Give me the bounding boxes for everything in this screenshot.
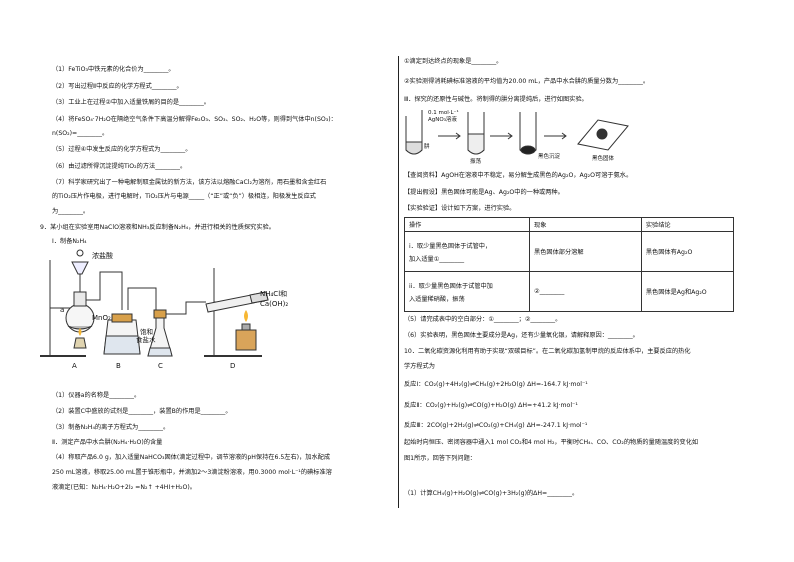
question-line: 的TiO₂压片作电极，进行电解时，TiO₂压片与电源_____（“正”或“负”）… [52, 193, 316, 200]
text-line: 学方程式为 [404, 363, 435, 370]
label-agno3: AgNO₃溶液 [428, 115, 457, 123]
question-line: 250 mL溶液，移取25.00 mL置于锥形瓶中，并滴加2～3滴淀粉溶液，用0… [52, 469, 332, 476]
table-cell: ②________ [529, 271, 642, 312]
label-saturated: 饱和 [140, 327, 153, 336]
question-line: （4）称取产品6.0 g，加入适量NaHCO₃固体(滴定过程中，调节溶液的pH保… [52, 454, 331, 461]
cell-text: i．取少量黑色固体于试管中， [409, 242, 492, 250]
equation-line: 反应Ⅲ：2CO(g)+2H₂(g)⇌CO₂(g)+CH₄(g) ΔH=-247.… [404, 422, 588, 429]
label-device-a: A [72, 362, 77, 370]
cell-text: ii．取少量黑色固体于试管中加 [409, 282, 493, 290]
text-line: 起始时向恒压、密闭容器中通入1 mol CO₂和4 mol H₂，平衡时CH₄、… [404, 439, 699, 446]
label-caoh2: Ca(OH)₂ [260, 300, 288, 308]
equation-line: 反应Ⅰ：CO₂(g)+4H₂(g)⇌CH₄(g)+2H₂O(g) ΔH=-164… [404, 381, 588, 388]
label-mno2: MnO₂ [92, 314, 111, 322]
question-line: （2）装置C中盛放的试剂是________，装置B的作用是________。 [52, 408, 232, 415]
question-line: ①滴定到达终点的现象是________。 [404, 58, 503, 65]
table-header: 实验结论 [640, 217, 735, 232]
question-line: （3）制备N₂H₄的离子方程式为________。 [52, 424, 170, 431]
question-line: （4）将FeSO₄·7H₂O在隔绝空气条件下高温分解得Fe₂O₃、SO₃、SO₂… [52, 116, 337, 123]
label-brine: 食盐水 [136, 335, 156, 344]
question-line: （1）仪器a的名称是________。 [52, 392, 141, 399]
label-shake: 振荡 [470, 157, 482, 164]
equation-line: 反应Ⅱ：CO₂(g)+H₂(g)⇌CO(g)+H₂O(g) ΔH=+41.2 k… [404, 402, 578, 409]
question-line: （2）写出过程Ⅱ中反应的化学方程式________。 [52, 83, 183, 90]
label-nh4cl: NH₄Cl和 [260, 289, 287, 298]
text-line: 【提出假设】黑色固体可能是Ag、Ag₂O中的一种或两种。 [404, 189, 564, 196]
text-line: 【实验验证】设计如下方案，进行实验。 [404, 205, 516, 212]
section-heading: Ⅰ．制备N₂H₄ [52, 238, 87, 245]
table-cell: 黑色固体是Ag和Ag₂O [640, 271, 735, 312]
label-device-d: D [230, 362, 235, 370]
apparatus-diagram: 浓盐酸 MnO₂ a 饱和 食盐水 NH₄Cl和 Ca(OH)₂ A B C D [40, 249, 288, 370]
label-device-b: B [116, 362, 121, 370]
table-cell: 黑色固体部分溶解 [529, 231, 642, 272]
column-divider [398, 56, 399, 508]
question-line: （7）科学家研究出了一种电解制取金属钛的新方法，该方法以熔融CaCl₂为溶剂，用… [52, 179, 327, 186]
table-header: 操作 [403, 217, 531, 232]
table-cell: i．取少量黑色固体于试管中， 加入适量①________ [403, 231, 531, 272]
table-cell: ii．取少量黑色固体于试管中加 入适量稀硝酸，振荡 [403, 271, 531, 312]
table-row: i．取少量黑色固体于试管中， 加入适量①________ 黑色固体部分溶解 黑色… [403, 231, 735, 272]
question-line: （1）FeTiO₃中铁元素的化合价为________。 [52, 66, 175, 73]
table-header: 现象 [529, 217, 642, 232]
experiment-table: 操作 现象 实验结论 i．取少量黑色固体于试管中， 加入适量①________ … [403, 217, 735, 312]
question-line: n(SO₂)=________。 [52, 130, 109, 137]
table-row: ii．取少量黑色固体于试管中加 入适量稀硝酸，振荡 ②________ 黑色固体… [403, 271, 735, 312]
label-black-precipitate: 黑色沉淀 [538, 152, 561, 160]
label-hydrazine: 肼 [424, 142, 430, 150]
cell-text: 入适量稀硝酸，振荡 [409, 295, 465, 303]
table-cell: 黑色固体有Ag₂O [640, 231, 735, 272]
experiment-diagram: 0.1 mol·L⁻¹ AgNO₃溶液 肼 振荡 黑色沉淀 黑色固体 [405, 109, 629, 164]
label-concentrated-hcl: 浓盐酸 [92, 251, 113, 260]
section-heading: Ⅱ．测定产品中水合肼(N₂H₄·H₂O)的含量 [52, 439, 163, 446]
question-line: （1）计算CH₄(g)+H₂O(g)⇌CO(g)+3H₂(g)的ΔH=_____… [404, 490, 579, 497]
question-line: ②实验测得消耗碘标准溶液的平均值为20.00 mL，产品中水合肼的质量分数为__… [404, 78, 650, 85]
table-header-row: 操作 现象 实验结论 [403, 217, 735, 232]
question-line: 液滴定(已知：N₂H₄·H₂O+2I₂ =N₂↑ +4HI+H₂O)。 [52, 484, 196, 491]
question-line: （6）由过滤所得沉淀提纯TiO₂的方法________。 [52, 163, 187, 170]
label-device-c: C [158, 362, 163, 370]
question-line: （6）实验表明，黑色固体主要成分是Ag，还有少量氧化银，请解释原因：______… [404, 332, 639, 339]
question-line: （3）工业上在过程②中加入适量铁屑的目的是________。 [52, 99, 210, 106]
text-line: 图1所示，回答下列问题： [404, 455, 476, 462]
label-instrument-a: a [60, 306, 64, 314]
text-line: 【查阅资料】AgOH在溶液中不稳定，易分解生成黑色的Ag₂O，Ag₂O可溶于氨水… [404, 172, 633, 179]
section-heading: Ⅲ．探究的还原性与碱性。将制得的肼分离提纯后，进行如图实验。 [404, 96, 588, 103]
question-heading: 10．二氧化碳资源化利用有助于实现“双碳目标”。在二氧化碳加氢制甲烷的反应体系中… [404, 348, 691, 355]
label-black-solid: 黑色固体 [592, 154, 615, 162]
label-concentration: 0.1 mol·L⁻¹ [428, 109, 459, 116]
cell-text: 加入适量①________ [409, 255, 465, 263]
question-line: （5）请完成表中的空白部分：①________；②________。 [404, 316, 562, 323]
question-heading: 9．某小组在实验室用NaClO溶液和NH₃反应制备N₂H₄，并进行相关的性质探究… [40, 224, 275, 231]
question-line: 为________。 [52, 208, 90, 215]
question-line: （5）过程④中发生反应的化学方程式为________。 [52, 146, 192, 153]
